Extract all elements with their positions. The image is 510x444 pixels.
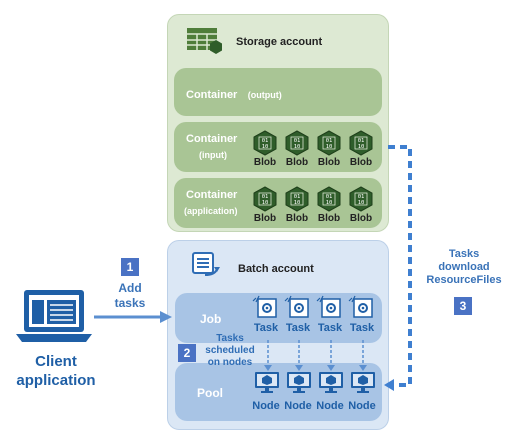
node-label: Node — [252, 400, 280, 412]
node-label: Node — [284, 400, 312, 412]
resourcefiles-arrow — [388, 145, 412, 387]
task-gear-icon — [316, 295, 344, 324]
task-label: Task — [349, 322, 375, 334]
node-label: Node — [348, 400, 376, 412]
blob-label: Blob — [349, 213, 373, 224]
task-gear-icon — [252, 295, 280, 324]
text-line: scheduled — [205, 345, 255, 356]
batch-account-icon — [192, 252, 220, 276]
step-badge-3: 3 — [454, 297, 472, 315]
task-label: Task — [285, 322, 311, 334]
container-title: Container — [186, 133, 238, 145]
blob-glyph-top: 01 — [358, 138, 365, 144]
text-line: ResourceFiles — [426, 274, 502, 286]
container-application — [174, 178, 382, 228]
storage-table-icon — [187, 28, 222, 54]
node-monitor-icon — [317, 371, 345, 400]
blob-glyph-top: 01 — [294, 194, 301, 200]
blob-glyph-top: 01 — [262, 138, 269, 144]
blob-glyph-top: 01 — [262, 194, 269, 200]
storage-account-title: Storage account — [236, 36, 323, 48]
container-sub: (input) — [199, 150, 227, 160]
node-monitor-icon — [349, 371, 377, 400]
container-sub: (application) — [184, 206, 238, 216]
container-input — [174, 122, 382, 172]
container-title: Container — [186, 189, 238, 201]
node-monitor-icon — [253, 371, 281, 400]
blob-glyph-top: 01 — [326, 138, 333, 144]
container-output — [174, 68, 382, 116]
blob-glyph-bottom: 10 — [294, 144, 301, 150]
text-line: download — [438, 261, 490, 273]
blob-glyph-bottom: 10 — [262, 144, 269, 150]
blob-label: Blob — [349, 157, 373, 168]
text-line: Client — [35, 353, 77, 370]
tasks-scheduled-text: Tasks scheduled on nodes — [205, 333, 255, 369]
step-badge-2: 2 — [178, 344, 196, 362]
blob-glyph-bottom: 10 — [262, 200, 269, 206]
job-box — [175, 293, 382, 343]
node-label: Node — [316, 400, 344, 412]
pool-label: Pool — [197, 386, 223, 400]
batch-account-title: Batch account — [238, 263, 314, 275]
blob-label: Blob — [253, 157, 277, 168]
node-monitor-icon — [285, 371, 313, 400]
blob-glyph-top: 01 — [294, 138, 301, 144]
text-line: Tasks — [448, 248, 480, 260]
blob-label: Blob — [285, 157, 309, 168]
job-label: Job — [200, 312, 222, 326]
task-label: Task — [317, 322, 343, 334]
blob-label: Blob — [317, 157, 341, 168]
container-sub: (output) — [247, 90, 282, 100]
blob-glyph-bottom: 10 — [326, 144, 333, 150]
blob-label: Blob — [253, 213, 277, 224]
container-title: Container — [186, 89, 238, 101]
text-line: Add — [118, 281, 142, 295]
task-gear-icon — [348, 295, 376, 324]
add-tasks-text: Add tasks — [106, 281, 154, 311]
blob-label: Blob — [285, 213, 309, 224]
text-line: tasks — [114, 296, 146, 310]
blob-label: Blob — [317, 213, 341, 224]
task-gear-icon — [284, 295, 312, 324]
text-line: application — [16, 372, 96, 389]
blob-glyph-bottom: 10 — [294, 200, 301, 206]
text-line: Tasks — [216, 333, 244, 344]
laptop-icon — [16, 290, 92, 342]
blob-glyph-top: 01 — [358, 194, 365, 200]
blob-glyph-bottom: 10 — [358, 200, 365, 206]
step-badge-1: 1 — [121, 258, 139, 276]
text-line: on nodes — [207, 357, 253, 368]
client-application-label: Client application — [10, 352, 102, 390]
blob-glyph-bottom: 10 — [358, 144, 365, 150]
tasks-download-text: Tasks download ResourceFiles — [425, 248, 503, 287]
task-label: Task — [253, 322, 279, 334]
blob-glyph-top: 01 — [326, 194, 333, 200]
blob-glyph-bottom: 10 — [326, 200, 333, 206]
